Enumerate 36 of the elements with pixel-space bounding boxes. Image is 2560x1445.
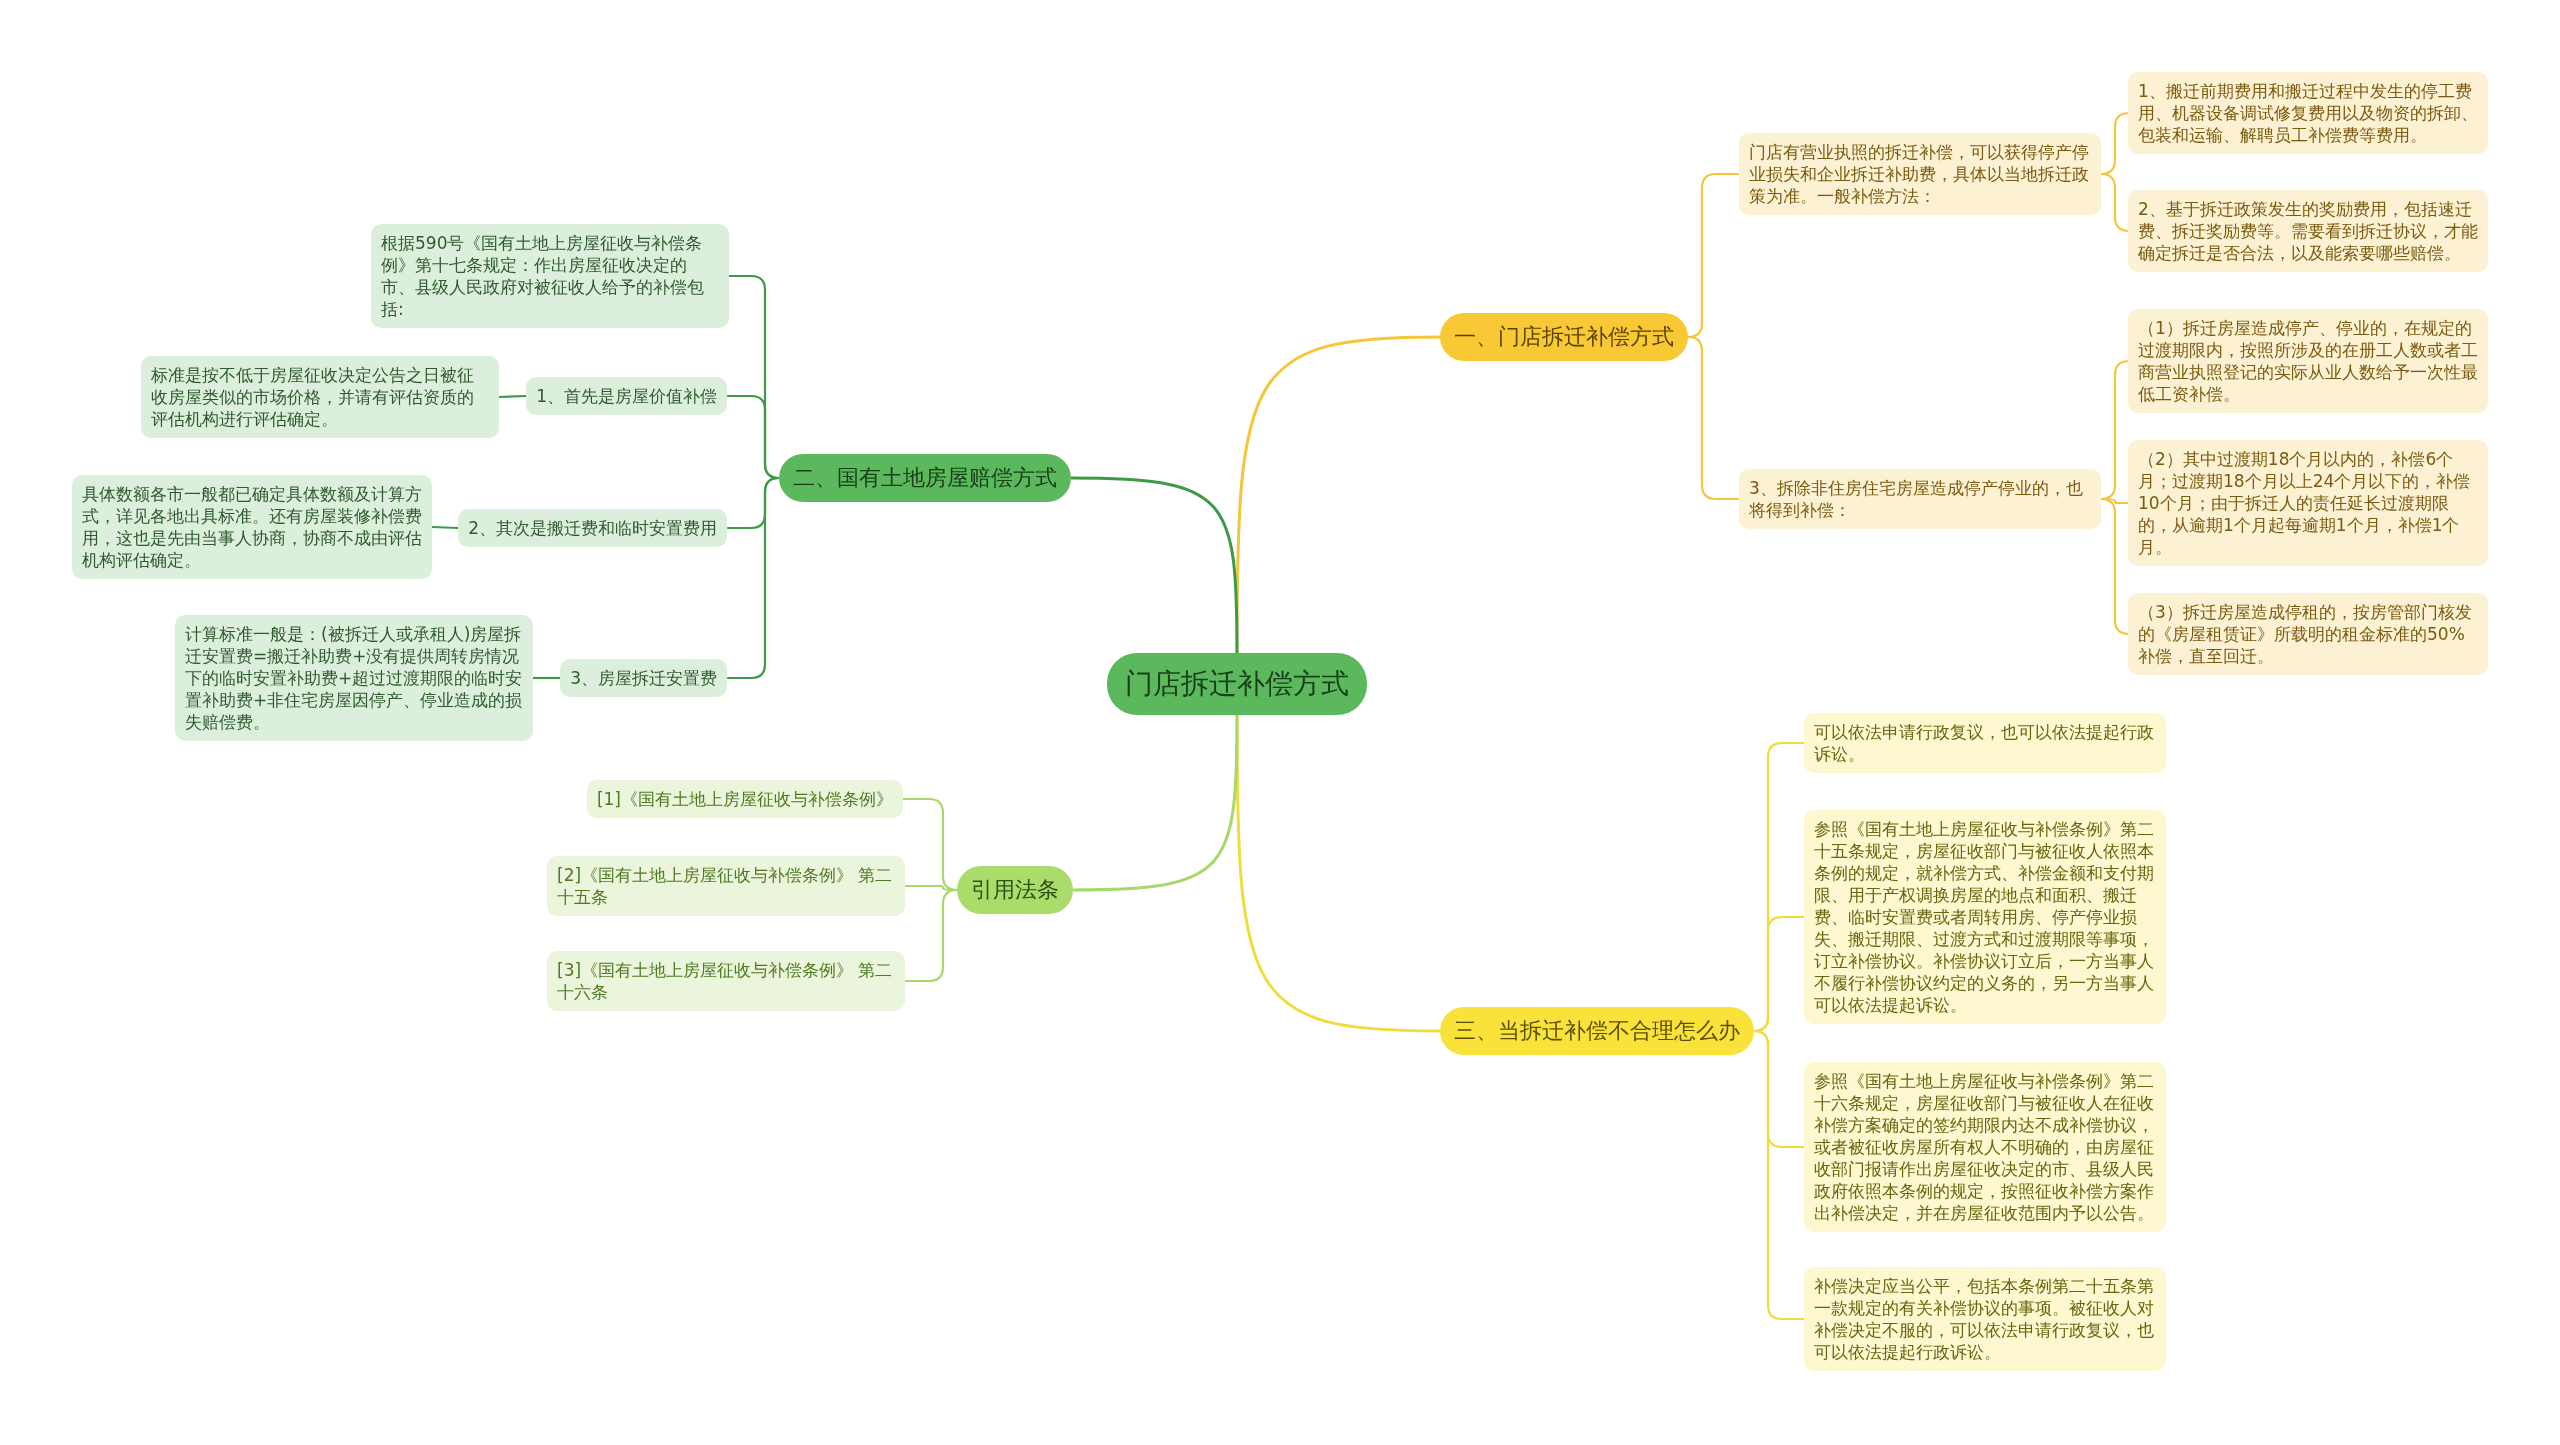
branch-topic: 一、门店拆迁补偿方式 bbox=[1440, 313, 1688, 361]
note-box: 1、搬迁前期费用和搬迁过程中发生的停工费用、机器设备调试修复费用以及物资的拆卸、包装和运输、解聘员工补偿费等费用。 bbox=[2128, 72, 2488, 154]
citation-box: [2]《国有土地上房屋征收与补偿条例》 第二十五条 bbox=[547, 856, 905, 916]
subtopic-box: 3、房屋拆迁安置费 bbox=[560, 659, 727, 697]
connector bbox=[1753, 1029, 1804, 1321]
note-box: （3）拆迁房屋造成停租的，按房管部门核发的《房屋租赁证》所载明的租金标准的50%补偿，直至回迁。 bbox=[2128, 593, 2488, 675]
note-box: 根据590号《国有土地上房屋征收与补偿条例》第十七条规定：作出房屋征收决定的市、县级人民政府对被征收人给予的补偿包括: bbox=[371, 224, 729, 328]
connector bbox=[1235, 715, 1441, 1033]
subtopic-box: 2、其次是搬迁费和临时安置费用 bbox=[458, 509, 727, 547]
connector bbox=[1071, 476, 1239, 653]
note-box: 2、基于拆迁政策发生的奖励费用，包括速迁费、拆迁奖励费等。需要看到拆迁协议，才能确定拆迁是否合法，以及能索要哪些赔偿。 bbox=[2128, 190, 2488, 272]
branch-topic: 二、国有土地房屋赔偿方式 bbox=[779, 454, 1071, 502]
central-topic: 门店拆迁补偿方式 bbox=[1107, 653, 1367, 715]
citation-box: [1]《国有土地上房屋征收与补偿条例》 bbox=[586, 780, 903, 818]
branch-topic: 引用法条 bbox=[957, 866, 1073, 914]
note-box: 具体数额各市一般都已确定具体数额及计算方式，详见各地出具标准。还有房屋装修补偿费用，这也是先由当事人协商，协商不成由评估机构评估确定。 bbox=[72, 475, 432, 579]
connector bbox=[727, 476, 780, 680]
connector bbox=[431, 525, 459, 530]
connector bbox=[1687, 335, 1739, 501]
note-box: 标准是按不低于房屋征收决定公告之日被征收房屋类似的市场价格，并请有评估资质的评估机构进行评估确定。 bbox=[141, 356, 499, 438]
note-box: （2）其中过渡期18个月以内的，补偿6个月；过渡期18个月以上24个月以下的，补偿10个月；由于拆迁人的责任延长过渡期限的，从逾期1个月起每逾期1个月，补偿1个月。 bbox=[2128, 440, 2488, 566]
note-box: 参照《国有土地上房屋征收与补偿条例》第二十六条规定，房屋征收部门与被征收人在征收补偿方案确定的签约期限内达不成补偿协议，或者被征收房屋所有权人不明确的，由房屋征收部门报请作出房屋征收决定的市、县级人民政府依照本条例的规定，按照征收补偿方案作出补偿决定，并在房屋征收范围内予以公告。 bbox=[1804, 1062, 2166, 1232]
branch-topic: 三、当拆迁补偿不合理怎么办 bbox=[1440, 1007, 1754, 1055]
note-box: 3、拆除非住房住宅房屋造成停产停业的，也将得到补偿： bbox=[1739, 469, 2101, 529]
connector bbox=[905, 888, 958, 983]
connector bbox=[533, 676, 561, 680]
citation-box: [3]《国有土地上房屋征收与补偿条例》 第二十六条 bbox=[547, 951, 905, 1011]
note-box: （1）拆迁房屋造成停产、停业的，在规定的过渡期限内，按照所涉及的在册工人数或者工商营业执照登记的实际从业人数给予一次性最低工资补偿。 bbox=[2128, 309, 2488, 413]
note-box: 参照《国有土地上房屋征收与补偿条例》第二十五条规定，房屋征收部门与被征收人依照本条例的规定，就补偿方式、补偿金额和支付期限、用于产权调换房屋的地点和面积、搬迁费、临时安置费或者周转用房、停产停业损失、搬迁期限、过渡方式和过渡期限等事项，订立补偿协议。补偿协议订立后，一方当事人不履行补偿协议约定的义务的，另一方当事人可以依法提起诉讼。 bbox=[1804, 810, 2166, 1024]
subtopic-box: 1、首先是房屋价值补偿 bbox=[526, 377, 727, 415]
connector bbox=[498, 394, 527, 399]
connector bbox=[1073, 715, 1239, 892]
note-box: 补偿决定应当公平，包括本条例第二十五条第一款规定的有关补偿协议的事项。被征收人对补偿决定不服的，可以依法申请行政复议，也可以依法提起行政诉讼。 bbox=[1804, 1267, 2166, 1371]
note-box: 门店有营业执照的拆迁补偿，可以获得停产停业损失和企业拆迁补助费，具体以当地拆迁政策为准。一般补偿方法： bbox=[1739, 133, 2101, 215]
note-box: 可以依法申请行政复议，也可以依法提起行政诉讼。 bbox=[1804, 713, 2166, 773]
note-box: 计算标准一般是：(被拆迁人或承租人)房屋拆迁安置费=搬迁补助费+没有提供周转房情况下的临时安置补助费+超过过渡期限的临时安置补助费+非住宅房屋因停产、停业造成的损失赔偿费。 bbox=[175, 615, 533, 741]
